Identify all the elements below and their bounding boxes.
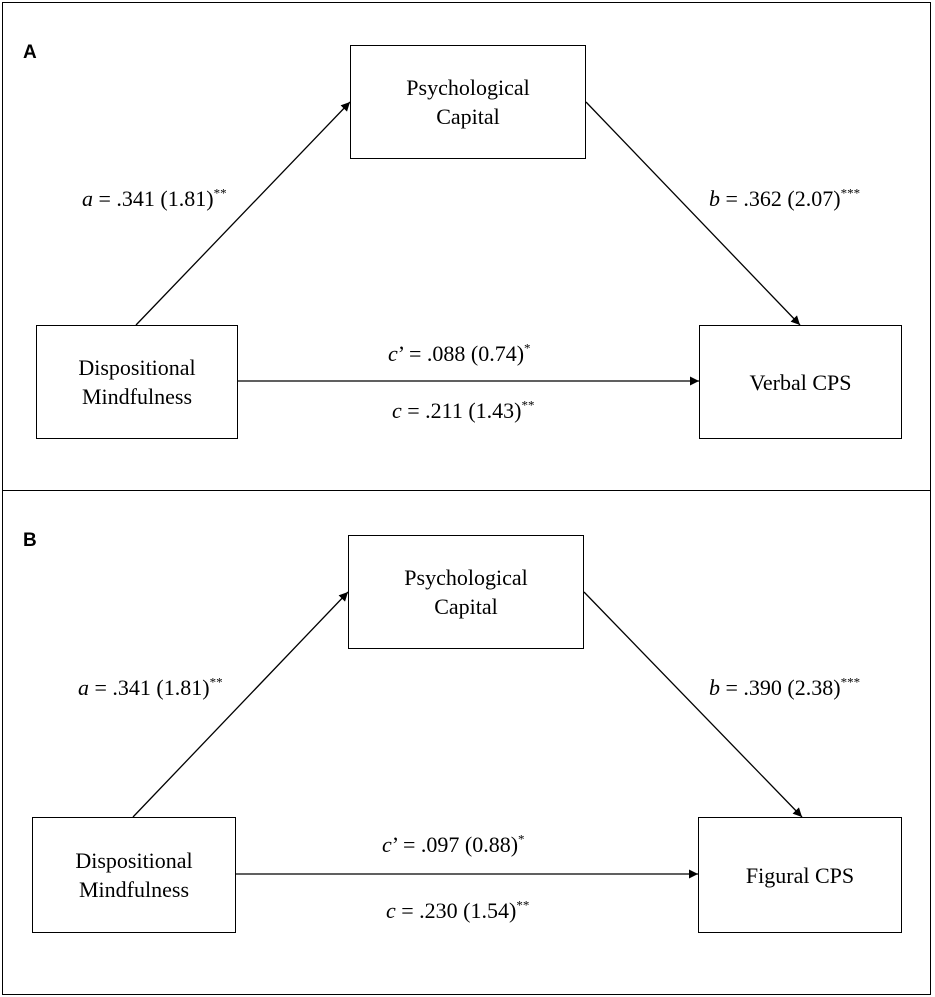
panel-b-predictor-line1: Dispositional — [75, 848, 193, 873]
panel-b-predictor-box: Dispositional Mindfulness — [32, 817, 236, 933]
panel-b-letter: B — [23, 530, 37, 551]
panel-a-path-c-label: c = .211 (1.43)** — [392, 398, 535, 424]
significance-marker: ** — [516, 897, 530, 913]
path-value: = .390 (2.38) — [720, 675, 841, 700]
panel-b-arrow-a — [132, 591, 349, 818]
panel-a-letter: A — [23, 42, 37, 63]
panel-b-path-c-prime-label: c’ = .097 (0.88)* — [382, 832, 525, 858]
path-symbol: a — [78, 675, 89, 700]
path-symbol: c — [382, 832, 392, 857]
panel-a-predictor-box: Dispositional Mindfulness — [36, 325, 238, 439]
panel-a-mediator-line2: Capital — [436, 104, 500, 129]
path-symbol: c — [392, 398, 402, 423]
panel-a-predictor-line2: Mindfulness — [82, 384, 192, 409]
path-symbol: b — [709, 186, 720, 211]
panel-b-predictor-line2: Mindfulness — [79, 877, 189, 902]
panel-a-predictor-line1: Dispositional — [78, 355, 196, 380]
significance-marker: ** — [213, 185, 227, 201]
significance-marker: ** — [209, 674, 223, 690]
panel-a-outcome-box: Verbal CPS — [699, 325, 902, 439]
panel-b — [2, 490, 931, 995]
panel-a-arrow-b — [585, 101, 801, 326]
path-value: ’ = .088 (0.74) — [397, 341, 525, 366]
path-value: = .341 (1.81) — [89, 675, 210, 700]
panel-b-path-a-label: a = .341 (1.81)** — [78, 675, 223, 701]
panel-b-path-c-label: c = .230 (1.54)** — [386, 898, 529, 924]
panel-a-path-a-label: a = .341 (1.81)** — [82, 186, 227, 212]
panel-a-mediator-box: Psychological Capital — [350, 45, 586, 159]
panel-a-mediator-line1: Psychological — [406, 75, 530, 100]
path-value: = .362 (2.07) — [720, 186, 841, 211]
path-symbol: b — [709, 675, 720, 700]
significance-marker: * — [518, 831, 525, 847]
panel-b-outcome-box: Figural CPS — [698, 817, 902, 933]
significance-marker: *** — [840, 185, 861, 201]
panel-b-mediator-line1: Psychological — [404, 565, 528, 590]
significance-marker: *** — [840, 674, 861, 690]
panel-a-outcome-label: Verbal CPS — [749, 369, 852, 395]
panel-b-mediator-line2: Capital — [434, 594, 498, 619]
panel-b-arrow-b — [583, 591, 803, 818]
path-value: = .341 (1.81) — [93, 186, 214, 211]
path-value: ’ = .097 (0.88) — [391, 832, 519, 857]
significance-marker: ** — [521, 397, 535, 413]
panel-a-arrow-a — [135, 101, 351, 326]
panel-b-outcome-label: Figural CPS — [745, 862, 855, 888]
panel-b-path-b-label: b = .390 (2.38)*** — [709, 675, 860, 701]
path-value: = .211 (1.43) — [401, 398, 522, 423]
path-symbol: c — [386, 898, 396, 923]
path-symbol: c — [388, 341, 398, 366]
path-value: = .230 (1.54) — [395, 898, 517, 923]
path-symbol: a — [82, 186, 93, 211]
panel-b-mediator-box: Psychological Capital — [348, 535, 584, 649]
panel-a-path-b-label: b = .362 (2.07)*** — [709, 186, 860, 212]
significance-marker: * — [524, 340, 531, 356]
panel-a-path-c-prime-label: c’ = .088 (0.74)* — [388, 341, 531, 367]
